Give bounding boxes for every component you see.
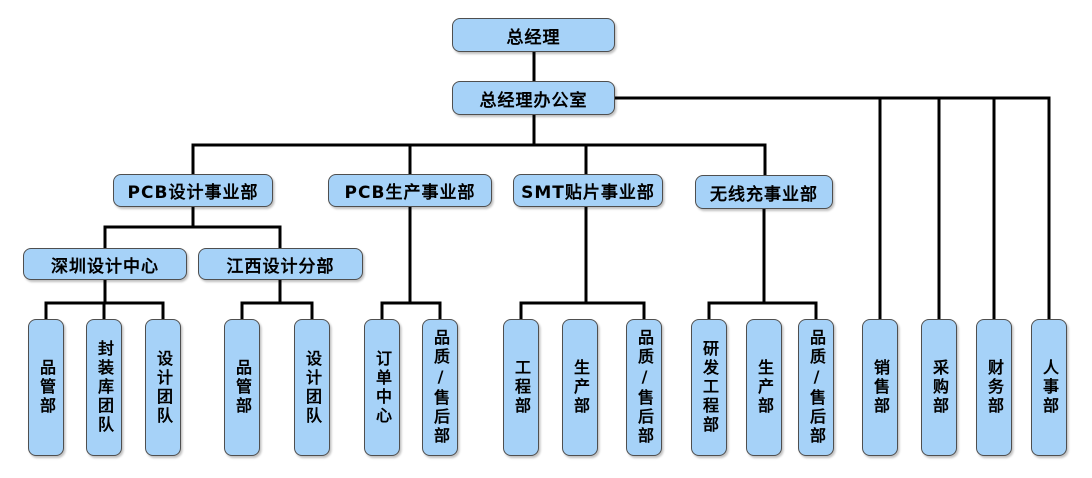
org-node-pcb-quality-aftersales-dept: 品质/售后部 [422, 319, 458, 456]
org-node-wl-rd-engineering-dept: 研发工程部 [691, 319, 727, 456]
org-node-gm-office: 总经理办公室 [452, 81, 615, 115]
org-node-purchasing-dept: 采购部 [921, 319, 957, 456]
org-node-pcb-production-division: PCB生产事业部 [328, 174, 492, 207]
org-node-finance-dept: 财务部 [976, 319, 1012, 456]
org-node-hr-dept: 人事部 [1031, 319, 1067, 456]
org-node-smt-production-dept: 生产部 [562, 319, 598, 456]
org-node-smt-division: SMT贴片事业部 [513, 174, 663, 207]
org-node-jiangxi-design-branch: 江西设计分部 [198, 248, 363, 280]
org-node-wl-production-dept: 生产部 [746, 319, 782, 456]
org-node-sales-dept: 销售部 [862, 319, 898, 456]
org-node-smt-quality-aftersales-dept: 品质/售后部 [626, 319, 662, 456]
org-node-wireless-charging-division: 无线充事业部 [695, 175, 833, 209]
org-node-sz-quality-dept: 品管部 [28, 319, 64, 456]
org-node-sz-design-team: 设计团队 [145, 319, 181, 456]
org-node-pcb-design-division: PCB设计事业部 [113, 174, 273, 207]
org-node-jx-design-team: 设计团队 [294, 319, 330, 456]
org-node-smt-engineering-dept: 工程部 [503, 319, 539, 456]
org-node-sz-library-team: 封装库团队 [86, 319, 122, 456]
org-node-shenzhen-design-center: 深圳设计中心 [23, 248, 187, 280]
org-node-order-center: 订单中心 [364, 319, 400, 456]
org-node-jx-quality-dept: 品管部 [224, 319, 260, 456]
org-node-general-manager: 总经理 [452, 18, 615, 52]
org-node-wl-quality-aftersales-dept: 品质/售后部 [798, 319, 834, 456]
